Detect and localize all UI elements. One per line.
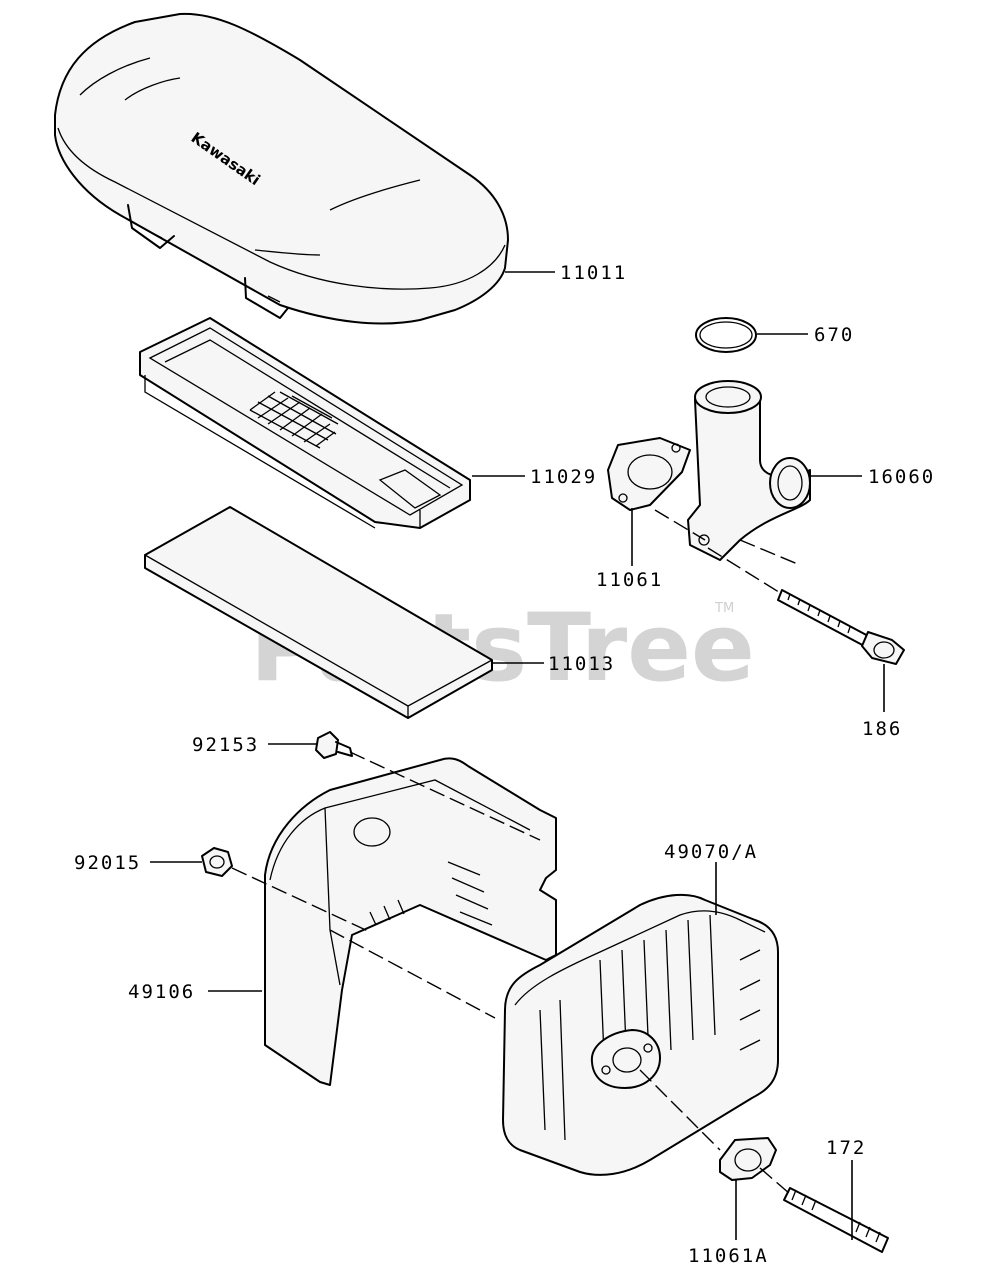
air-cleaner-cover[interactable]: Kawasaki — [54, 12, 509, 325]
callout-92153[interactable]: 92153 — [192, 734, 259, 756]
leader-lines — [150, 271, 885, 1240]
bolt-186[interactable] — [777, 589, 905, 665]
callout-172[interactable]: 172 — [826, 1137, 866, 1159]
callout-49106[interactable]: 49106 — [128, 981, 195, 1003]
callout-11029[interactable]: 11029 — [530, 466, 597, 488]
callout-labels: 11011 670 11029 16060 11061 11013 186 92… — [74, 262, 935, 1267]
callout-670[interactable]: 670 — [814, 324, 854, 346]
gasket-elbow[interactable] — [607, 437, 691, 511]
callout-11011[interactable]: 11011 — [560, 262, 627, 284]
callout-11061a[interactable]: 11061A — [688, 1245, 769, 1267]
callout-11061[interactable]: 11061 — [596, 569, 663, 591]
bolt-92153[interactable] — [315, 731, 353, 759]
assembly-lines — [231, 509, 801, 1195]
callout-11013[interactable]: 11013 — [548, 653, 615, 675]
stud-172[interactable] — [783, 1187, 889, 1253]
callout-92015[interactable]: 92015 — [74, 852, 141, 874]
pre-filter-foam[interactable] — [144, 506, 493, 719]
callout-49070a[interactable]: 49070/A — [664, 841, 758, 863]
o-ring[interactable] — [695, 317, 757, 353]
watermark-trademark: TM — [714, 601, 734, 616]
muffler[interactable] — [502, 893, 779, 1176]
callout-186[interactable]: 186 — [862, 718, 902, 740]
air-filter-element[interactable] — [139, 317, 471, 529]
filter-mesh — [249, 391, 339, 449]
callout-16060[interactable]: 16060 — [868, 466, 935, 488]
intake-elbow[interactable] — [687, 380, 811, 561]
nut-92015[interactable] — [201, 847, 233, 877]
